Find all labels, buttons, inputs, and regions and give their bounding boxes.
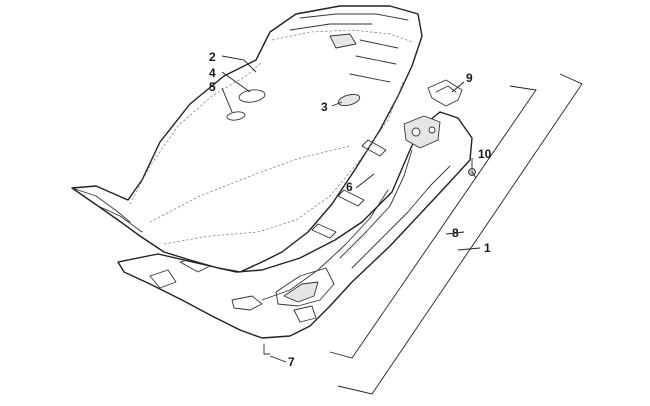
latch-bracket-part-9 [427,79,463,107]
callout-10: 10 [478,147,492,161]
callout-6: 6 [346,180,353,194]
callout-5: 5 [209,80,216,94]
callout-2: 2 [209,50,216,64]
seat-base-pan [117,111,473,339]
callout-7: 7 [288,355,295,369]
seat-handle-slots [226,89,266,121]
seat-cushion [71,5,423,273]
clip-part-7 [263,343,271,355]
latch-mechanism [403,115,441,149]
leader-lines [221,55,481,363]
assembly-brackets [329,73,583,395]
callout-4: 4 [209,66,216,80]
trim-strips-part-6 [311,139,387,239]
callout-1: 1 [484,241,491,255]
callout-3: 3 [321,100,328,114]
callout-8: 8 [452,226,459,240]
callout-9: 9 [466,71,473,85]
screw-part-10 [468,168,477,179]
grommet-part-3 [337,93,361,107]
